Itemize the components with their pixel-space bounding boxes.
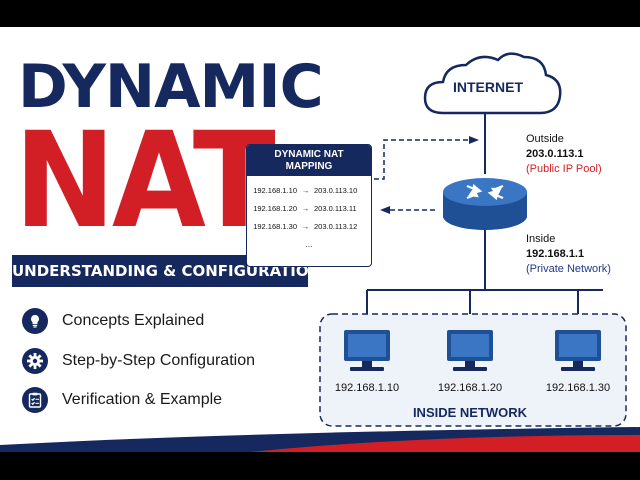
feature-verification: Verification & Example bbox=[22, 386, 222, 414]
outside-ip: 203.0.113.11 bbox=[314, 204, 357, 213]
feature-configuration: Step-by-Step Configuration bbox=[22, 347, 255, 375]
title-line-dynamic: DYNAMIC bbox=[18, 52, 324, 122]
cloud-icon bbox=[423, 52, 562, 115]
link-router-mapping bbox=[380, 206, 437, 214]
inside-ip: 192.168.1.30 bbox=[253, 222, 297, 231]
gear-icon bbox=[22, 348, 48, 374]
router-icon bbox=[443, 178, 527, 230]
table-row: 192.168.1.30 → 203.0.113.12 bbox=[247, 222, 371, 231]
inside-ip: 192.168.1.10 bbox=[253, 186, 297, 195]
mapping-arrow: → bbox=[301, 204, 310, 213]
feature-concepts: Concepts Explained bbox=[22, 307, 204, 335]
link-outside-mapping bbox=[374, 136, 479, 180]
host-ip-label: 192.168.1.20 bbox=[437, 382, 503, 394]
outside-note: (Public IP Pool) bbox=[526, 163, 602, 175]
bottom-swoosh bbox=[0, 427, 640, 452]
host-ip-label: 192.168.1.30 bbox=[545, 382, 611, 394]
outside-label: Outside bbox=[526, 133, 564, 145]
pc-icon bbox=[555, 330, 601, 371]
feature-label: Concepts Explained bbox=[62, 312, 205, 329]
feature-label: Verification & Example bbox=[62, 391, 223, 408]
outside-ip: 203.0.113.1 bbox=[526, 148, 584, 160]
pc-icon bbox=[447, 330, 493, 371]
inside-ip: 192.168.1.20 bbox=[253, 204, 297, 213]
pc-icon bbox=[344, 330, 390, 371]
nat-table-header: DYNAMIC NAT MAPPING bbox=[247, 145, 371, 176]
table-ellipsis: ... bbox=[305, 240, 313, 249]
feature-label: Step-by-Step Configuration bbox=[62, 352, 255, 369]
outside-ip: 203.0.113.12 bbox=[314, 222, 358, 231]
inside-note: (Private Network) bbox=[526, 263, 611, 275]
inside-info: Inside 192.168.1.1 (Private Network) bbox=[526, 232, 611, 277]
thumbnail-canvas: DYNAMIC NAT UNDERSTANDING & CONFIGURATIO… bbox=[0, 27, 640, 452]
inside-label: Inside bbox=[526, 233, 556, 245]
lightbulb-icon bbox=[22, 308, 48, 334]
nat-mapping-table: DYNAMIC NAT MAPPING 192.168.1.10 → 203.0… bbox=[246, 144, 372, 267]
mapping-arrow: → bbox=[301, 186, 310, 195]
nat-table-title-1: DYNAMIC NAT bbox=[274, 149, 344, 160]
nat-table-title-2: MAPPING bbox=[285, 161, 333, 172]
mapping-arrow: → bbox=[301, 222, 310, 231]
clipboard-check-icon bbox=[22, 387, 48, 413]
outside-info: Outside 203.0.113.1 (Public IP Pool) bbox=[526, 132, 602, 177]
network-diagram bbox=[0, 52, 640, 452]
subtitle-banner: UNDERSTANDING & CONFIGURATION bbox=[12, 255, 308, 287]
table-row: 192.168.1.10 → 203.0.113.10 bbox=[247, 186, 371, 195]
inside-ip: 192.168.1.1 bbox=[526, 248, 585, 260]
table-row: 192.168.1.20 → 203.0.113.11 bbox=[247, 204, 371, 213]
host-ip-label: 192.168.1.10 bbox=[334, 382, 400, 394]
outside-ip: 203.0.113.10 bbox=[314, 186, 358, 195]
inside-network-label: INSIDE NETWORK bbox=[412, 405, 528, 420]
cloud-label: INTERNET bbox=[453, 79, 523, 95]
title-line-nat: NAT bbox=[14, 104, 276, 258]
